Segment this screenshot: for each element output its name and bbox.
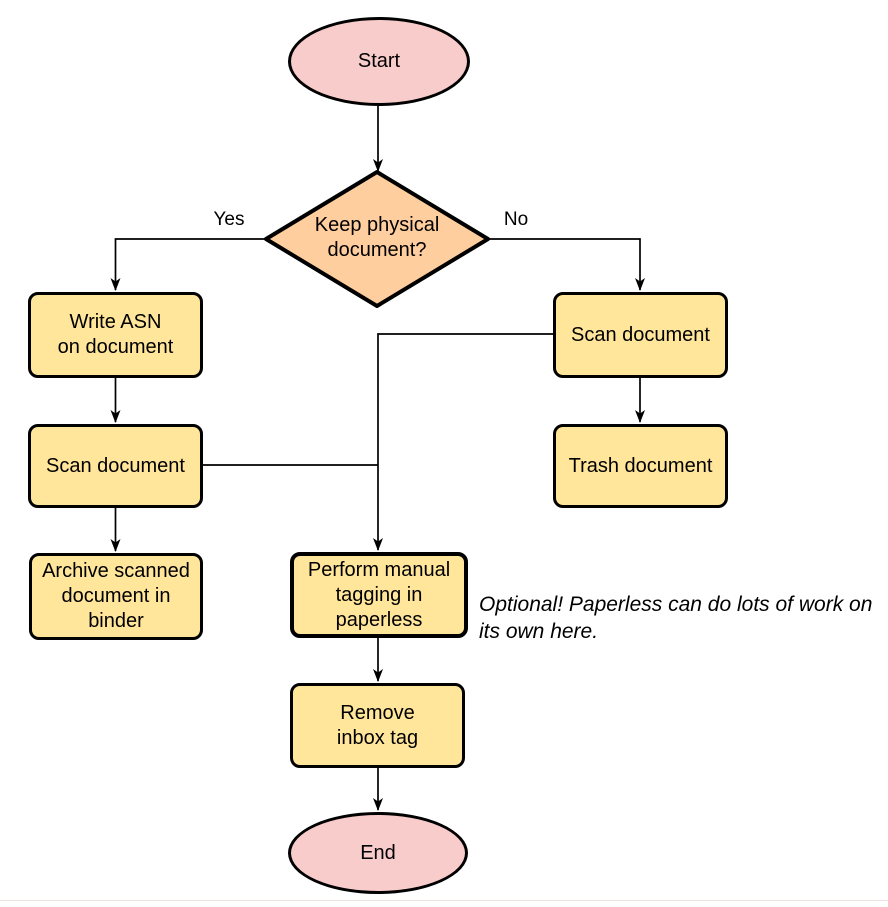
annotation-optional-note: Optional! Paperless can do lots of work … <box>479 593 873 643</box>
node-end: End <box>288 812 468 894</box>
node-start: Start <box>288 17 470 106</box>
edge-label-no: No <box>503 209 529 230</box>
page-bottom-border <box>0 900 888 901</box>
node-scan-document-right: Scan document <box>553 292 728 378</box>
decision-diamond-shape <box>264 170 490 308</box>
edge-decision-scan-right <box>488 238 645 291</box>
node-remove-inbox-tag: Remove inbox tag <box>290 683 465 768</box>
node-perform-tagging: Perform manual tagging in paperless <box>290 552 468 638</box>
node-decision-label: Keep physical document? <box>314 214 440 261</box>
node-archive-binder: Archive scanned document in binder <box>29 553 203 640</box>
node-scan-document-left: Scan document <box>28 424 203 508</box>
edge-label-yes: Yes <box>213 209 245 230</box>
edge-decision-write-asn <box>110 238 266 291</box>
edge-scan-right-perform <box>373 333 553 551</box>
node-trash-document: Trash document <box>553 424 728 508</box>
node-write-asn: Write ASN on document <box>28 292 203 378</box>
